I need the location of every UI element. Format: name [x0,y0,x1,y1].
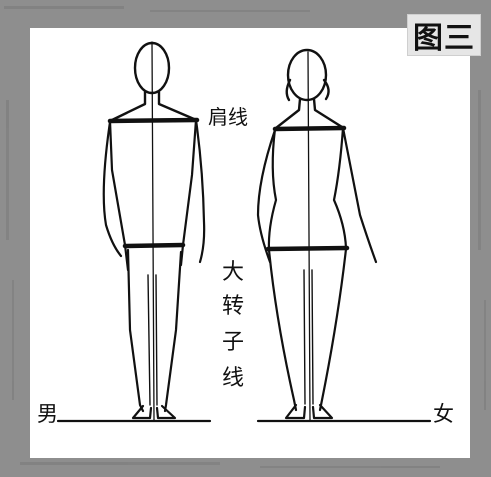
hip-line-label-char-2: 转 [222,294,245,319]
female-neck [274,97,344,130]
hip-line-label-char-1: 大 [222,260,245,285]
shoulder-line-label: 肩线 [208,105,248,129]
figure-title: 图三 [407,14,481,56]
male-torso-right [179,118,198,267]
male-neck [110,90,196,122]
hip-line-label-char-4: 线 [222,366,245,391]
drawing-panel [30,28,470,458]
female-right-arm [341,126,378,264]
female-hair-left [285,78,292,102]
female-right-leg [318,247,348,412]
male-feet [131,404,177,420]
male-right-arm [194,118,206,264]
female-head [286,48,328,102]
male-torso-left [108,119,130,272]
female-center-line [307,51,311,421]
female-label: 女 [433,402,454,426]
male-left-arm [102,120,123,258]
female-feet [284,403,334,420]
male-left-leg [126,248,145,413]
hip-line-label-char-3: 子 [222,330,245,355]
male-label: 男 [37,402,58,426]
male-inner-leg [147,274,158,406]
male-center-line [151,41,155,421]
male-shoulder-line [107,117,200,124]
male-hip-line [122,242,186,249]
male-figure [102,41,206,421]
female-left-leg [267,248,298,412]
female-inner-leg [303,269,314,405]
female-torso-left [267,127,278,252]
female-shoulder-line [272,125,347,132]
female-hair-right [322,78,330,101]
female-figure [256,48,378,421]
female-torso-right [332,126,348,250]
male-right-leg [163,250,183,413]
female-hip-line [265,245,350,252]
female-left-arm [256,128,277,264]
